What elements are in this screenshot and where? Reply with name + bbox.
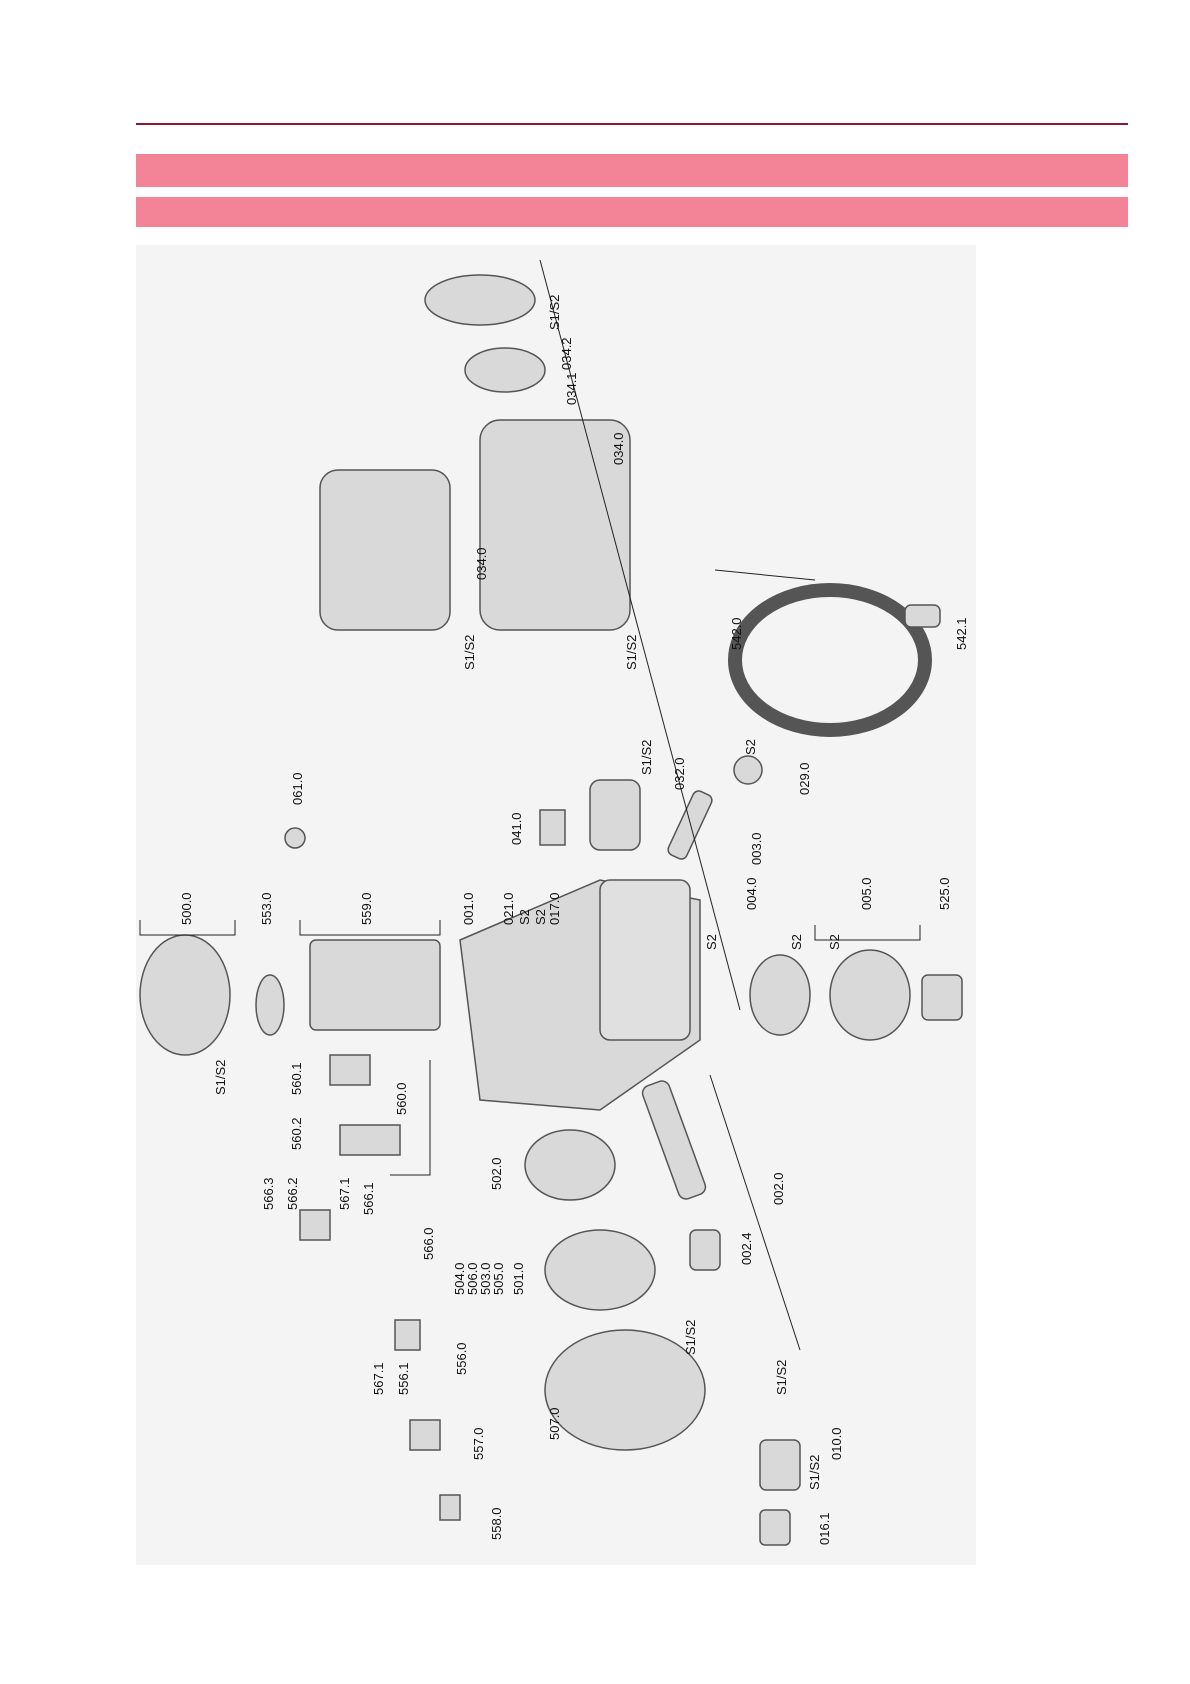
- label-034-0-b: 034.0: [611, 432, 626, 465]
- label-s1s2-motor-b: S1/S2: [624, 634, 639, 670]
- block-560-2-shape: [339, 1124, 401, 1156]
- label-s2-a: S2: [517, 909, 532, 925]
- shaft-003-shape: [667, 790, 713, 860]
- sleeve-002-4-shape: [689, 1229, 721, 1271]
- motor-small-shape: [319, 469, 451, 631]
- label-566-1: 566.1: [361, 1182, 376, 1215]
- handwheel-shape: [728, 583, 932, 737]
- cap-016-1-shape: [759, 1509, 791, 1546]
- label-029-0: 029.0: [797, 762, 812, 795]
- flange-005-shape: [829, 949, 911, 1041]
- cover-034-shape: [424, 274, 536, 326]
- label-560-2: 560.2: [289, 1117, 304, 1150]
- label-s2-b: S2: [533, 909, 548, 925]
- label-567-1-b: 567.1: [371, 1362, 386, 1395]
- header-band-top: [136, 154, 1128, 187]
- label-s1s2-016: S1/S2: [807, 1454, 822, 1490]
- bearing-004-shape: [749, 954, 811, 1036]
- label-500-0: 500.0: [179, 892, 194, 925]
- label-s1s2-motor-a: S1/S2: [462, 634, 477, 670]
- shaft-002-shape: [641, 1080, 707, 1200]
- label-001-0: 001.0: [461, 892, 476, 925]
- label-s2-c: S2: [704, 934, 719, 950]
- label-s2-e: S2: [827, 934, 842, 950]
- label-556-1: 556.1: [396, 1362, 411, 1395]
- label-002-4: 002.4: [739, 1232, 754, 1265]
- label-s1s2-507: S1/S2: [683, 1319, 698, 1355]
- knob-542-1-shape: [904, 604, 941, 628]
- coupling-032-shape: [589, 779, 641, 851]
- label-s1s2-010: S1/S2: [774, 1359, 789, 1395]
- label-558-0: 558.0: [489, 1507, 504, 1540]
- part-029-shape: [733, 755, 763, 785]
- label-553-0: 553.0: [259, 892, 274, 925]
- label-s1s2-500: S1/S2: [213, 1059, 228, 1095]
- label-566-2: 566.2: [285, 1177, 300, 1210]
- label-505-0: 505.0: [491, 1262, 506, 1295]
- label-567-1-a: 567.1: [337, 1177, 352, 1210]
- label-041-0: 041.0: [509, 812, 524, 845]
- label-559-0: 559.0: [359, 892, 374, 925]
- plate-034-1-shape: [464, 347, 546, 393]
- motor-large-shape: [479, 419, 631, 631]
- label-017-0: 017.0: [547, 892, 562, 925]
- label-507-0: 507.0: [547, 1407, 562, 1440]
- flange-shape: [599, 879, 691, 1041]
- label-004-0: 004.0: [744, 877, 759, 910]
- label-s1s2-cover: S1/S2: [547, 294, 562, 330]
- label-542-1: 542.1: [954, 617, 969, 650]
- label-002-0: 002.0: [771, 1172, 786, 1205]
- label-021-0: 021.0: [501, 892, 516, 925]
- label-034-0-a: 034.0: [474, 547, 489, 580]
- label-s1s2-032: S1/S2: [639, 739, 654, 775]
- gear-502-shape: [524, 1129, 616, 1201]
- part-566-shape: [299, 1209, 331, 1241]
- part-557-shape: [409, 1419, 441, 1451]
- label-034-2: 034.2: [559, 337, 574, 370]
- connector-041-shape: [539, 809, 566, 846]
- label-542-0: 542.0: [729, 617, 744, 650]
- label-560-0: 560.0: [394, 1082, 409, 1115]
- label-s2-f: S2: [743, 739, 758, 755]
- cover-507-shape: [544, 1329, 706, 1451]
- part-558-shape: [439, 1494, 461, 1521]
- label-525-0: 525.0: [937, 877, 952, 910]
- label-560-1: 560.1: [289, 1062, 304, 1095]
- label-501-0: 501.0: [511, 1262, 526, 1295]
- label-566-3: 566.3: [261, 1177, 276, 1210]
- label-061-0: 061.0: [290, 772, 305, 805]
- label-032-0: 032.0: [672, 757, 687, 790]
- label-003-0: 003.0: [749, 832, 764, 865]
- label-556-0: 556.0: [454, 1342, 469, 1375]
- disc-553-shape: [255, 974, 285, 1036]
- switch-unit-shape: [309, 939, 441, 1031]
- switch-560-1-shape: [329, 1054, 371, 1086]
- potentiometer-556-shape: [394, 1319, 421, 1351]
- label-502-0: 502.0: [489, 1157, 504, 1190]
- gear-501-shape: [544, 1229, 656, 1311]
- plug-010-shape: [759, 1439, 801, 1491]
- bushing-525-shape: [921, 974, 963, 1021]
- part-061-shape: [284, 827, 306, 849]
- header-band-bottom: [136, 197, 1128, 227]
- label-034-1: 034.1: [564, 372, 579, 405]
- label-557-0: 557.0: [471, 1427, 486, 1460]
- label-005-0: 005.0: [859, 877, 874, 910]
- label-010-0: 010.0: [829, 1427, 844, 1460]
- header-rule: [136, 123, 1128, 125]
- label-566-0: 566.0: [421, 1227, 436, 1260]
- cover-500-shape: [139, 934, 231, 1056]
- label-016-1: 016.1: [817, 1512, 832, 1545]
- label-s2-d: S2: [789, 934, 804, 950]
